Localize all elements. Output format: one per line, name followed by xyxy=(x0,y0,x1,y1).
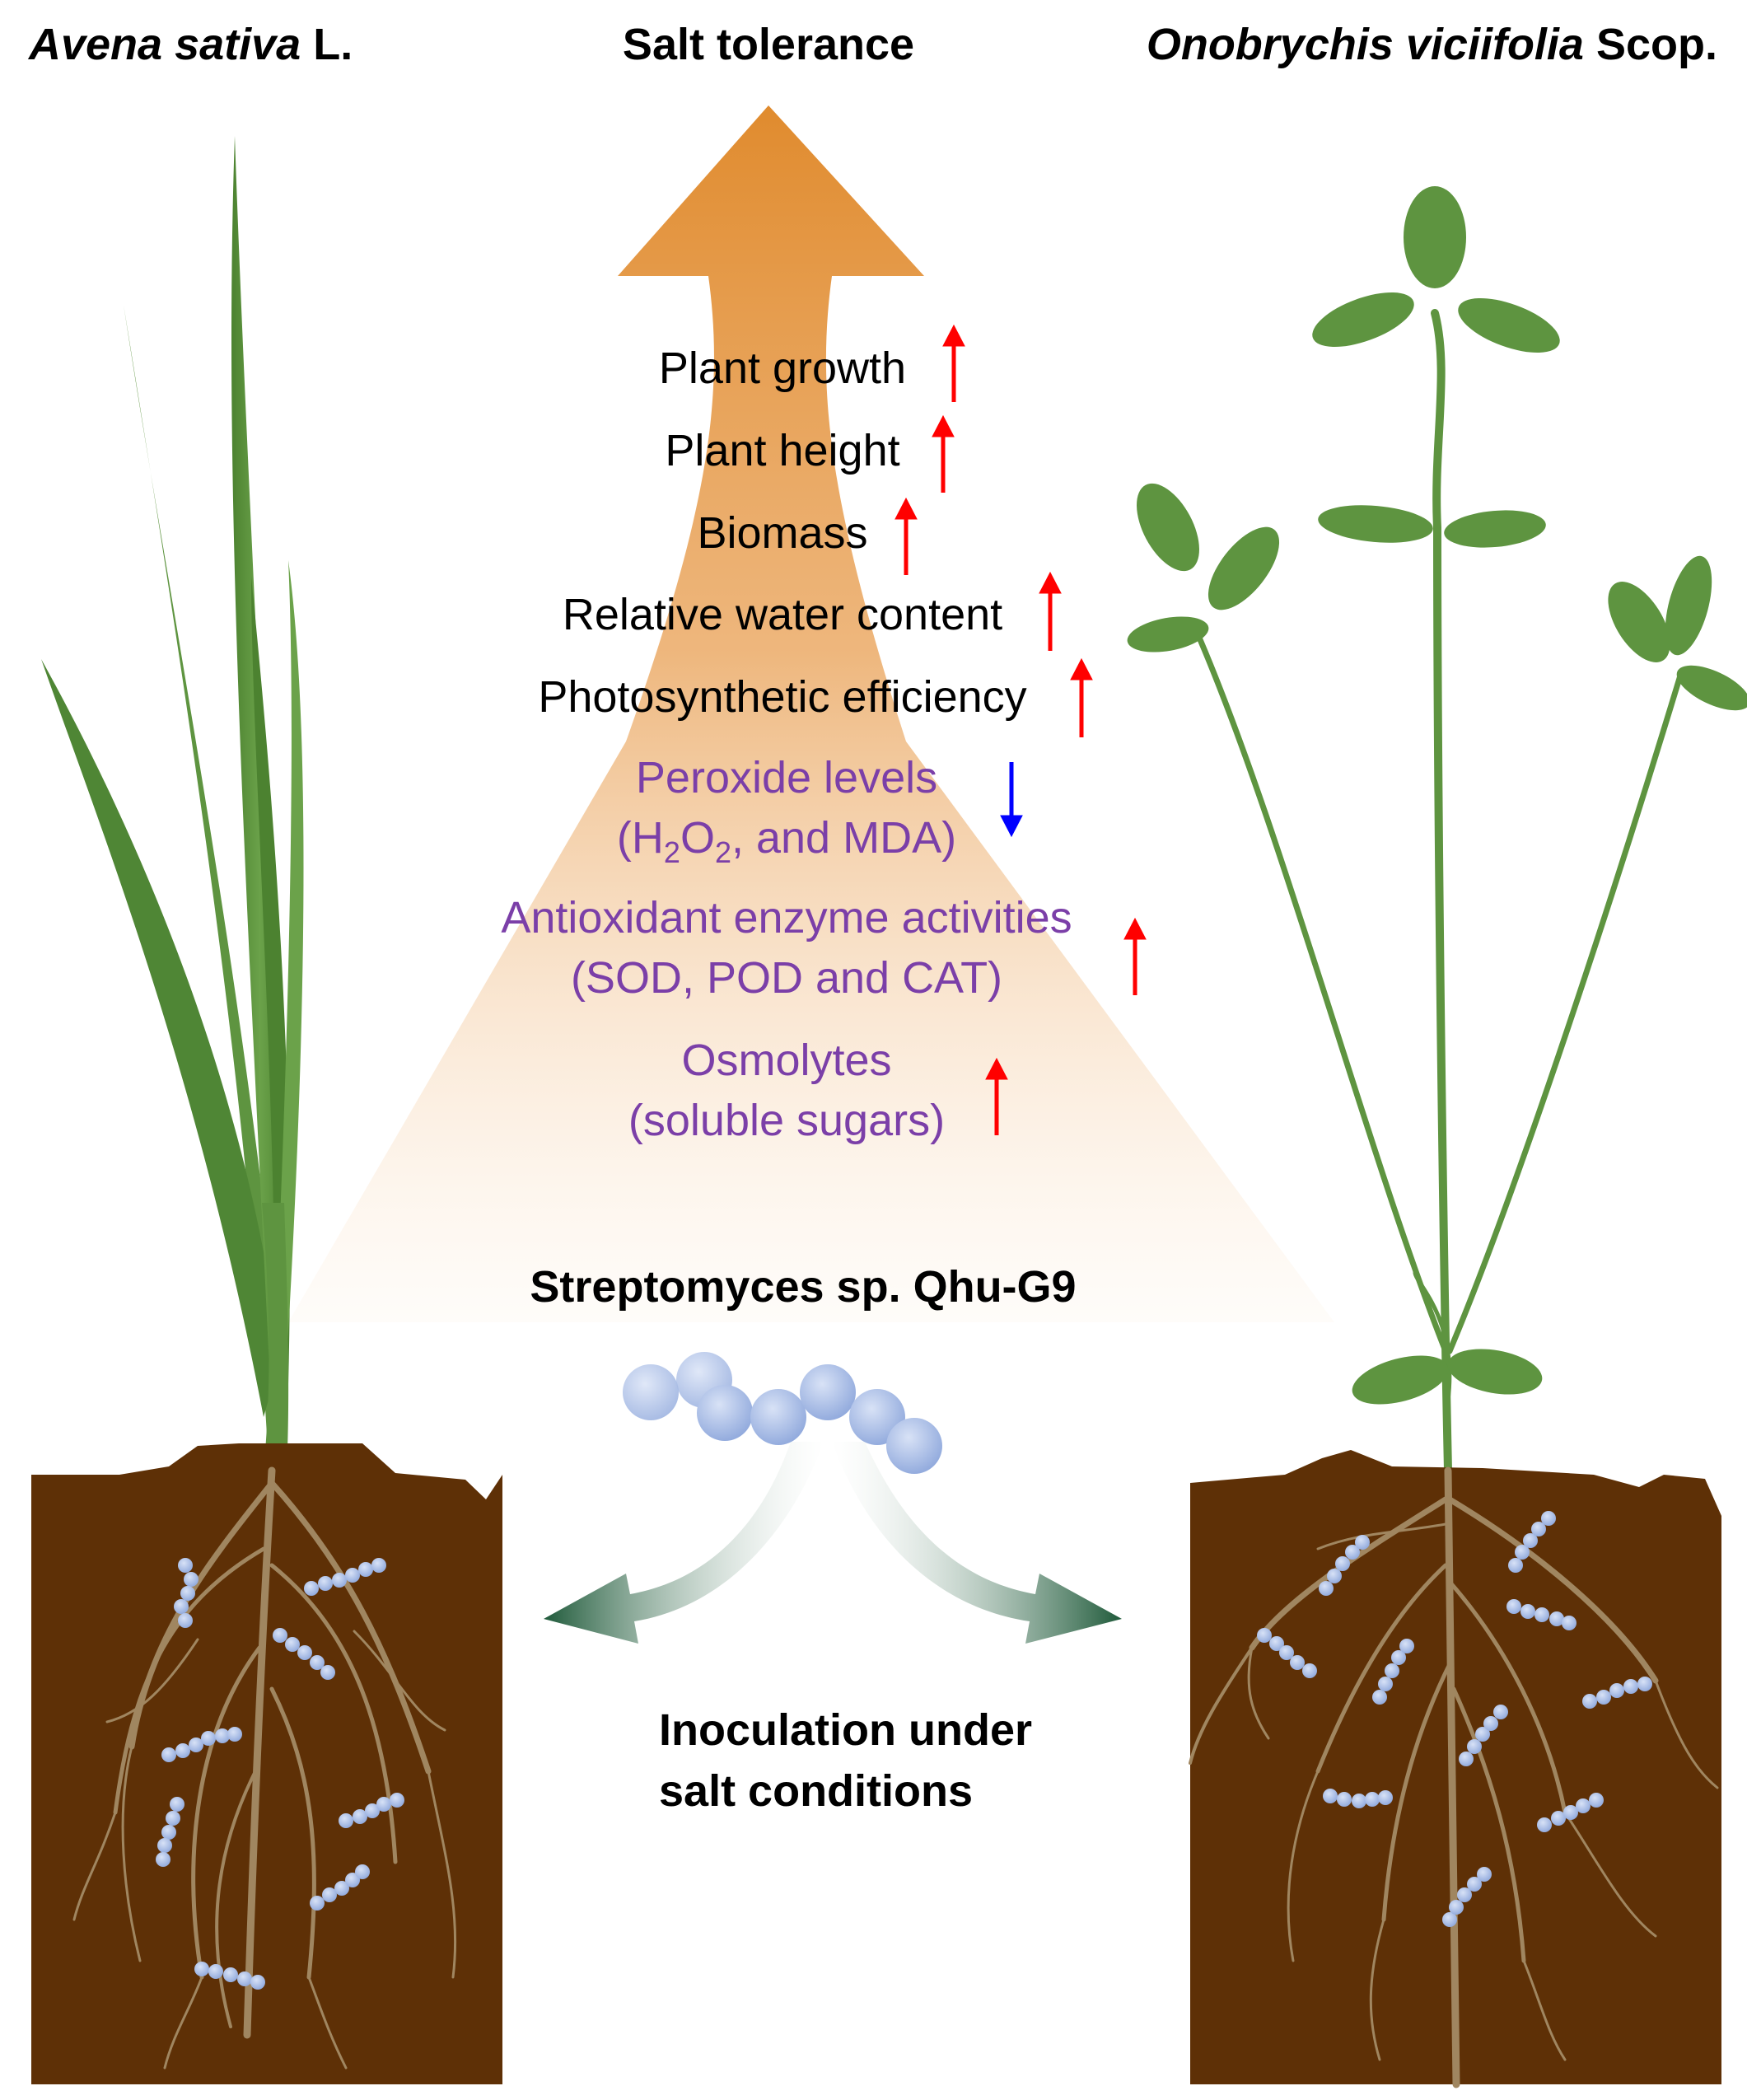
peroxide-h-label: (H xyxy=(617,813,664,863)
effect-plant-height: Plant height xyxy=(665,426,899,475)
inoculation-arrows xyxy=(544,1442,1122,1644)
sainfoin-leaf xyxy=(1127,616,1209,652)
sainfoin-leaf xyxy=(1458,297,1560,353)
sainfoin-leaf xyxy=(1207,526,1280,610)
sainfoin-leaf xyxy=(1447,1349,1543,1395)
up-arrow-icon xyxy=(895,497,918,575)
soluble-sugars-label: (soluble sugars) xyxy=(628,1096,945,1145)
bacterium-chain-icon xyxy=(623,1352,942,1474)
peroxide-mda-label: , and MDA) xyxy=(731,813,956,863)
bacterium-label: Streptomyces sp. Qhu-G9 xyxy=(530,1262,1076,1312)
peroxide-sub1: 2 xyxy=(664,835,680,869)
peroxide-sub2: 2 xyxy=(715,835,731,869)
oat-roots xyxy=(72,1466,457,2070)
up-arrow-icon xyxy=(1070,657,1093,737)
effect-plant-growth: Plant growth xyxy=(659,344,906,393)
peroxide-species-label: (H2O2, and MDA) xyxy=(617,813,956,869)
sainfoin-leaf xyxy=(1137,483,1199,572)
sainfoin-leaf xyxy=(1404,186,1466,288)
antioxidant-label: Antioxidant enzyme activities xyxy=(501,893,1072,942)
sainfoin-leaf xyxy=(1608,582,1670,662)
effect-photosynthetic-efficiency: Photosynthetic efficiency xyxy=(538,672,1026,722)
right-plant-authority: Scop. xyxy=(1584,20,1717,69)
down-arrow-icon xyxy=(1000,762,1023,838)
sainfoin-leaf xyxy=(1665,555,1712,656)
left-soil-block xyxy=(31,1443,502,2084)
sainfoin-leaf xyxy=(1352,1355,1449,1405)
sainfoin-leaf xyxy=(1676,665,1747,711)
sainfoin-roots xyxy=(1189,1466,1719,2088)
up-arrow-icon xyxy=(985,1057,1008,1135)
sainfoin-stems xyxy=(1191,309,1684,1475)
salt-tolerance-arrow xyxy=(288,105,1334,1322)
sainfoin-leaf xyxy=(1312,292,1414,348)
oat-stem xyxy=(262,1203,289,1471)
right-plant-name: Onobrychis viciifolia Scop. xyxy=(1147,20,1717,69)
up-arrow-icon xyxy=(942,324,965,402)
up-arrow-icon xyxy=(1039,571,1062,651)
inoculation-right-arrow-icon xyxy=(832,1442,1122,1644)
inoculation-label-line1: Inoculation under xyxy=(659,1705,1032,1755)
root-bacteria xyxy=(156,1558,404,1990)
oat-leaf xyxy=(251,577,290,1401)
right-soil-block xyxy=(1190,1450,1721,2084)
root-bacteria xyxy=(1257,1511,1652,1927)
left-plant-species: Avena sativa xyxy=(27,20,301,69)
inoculation-label-line2: salt conditions xyxy=(659,1766,973,1816)
right-plant-species: Onobrychis viciifolia xyxy=(1147,20,1584,69)
direction-arrows xyxy=(895,324,1147,1135)
oat-plant xyxy=(31,136,502,2084)
left-plant-name: Avena sativa L. xyxy=(27,20,353,69)
up-arrow-icon xyxy=(932,414,955,493)
peroxide-o-label: O xyxy=(680,813,715,863)
effects-list: Plant growth Plant height Biomass Relati… xyxy=(538,344,1026,722)
oat-leaf xyxy=(41,659,280,1417)
salt-tolerance-title: Salt tolerance xyxy=(623,20,914,69)
mechanisms-list: Peroxide levels (H2O2, and MDA) Antioxid… xyxy=(501,753,1072,1145)
inoculation-left-arrow-icon xyxy=(544,1442,824,1644)
effect-biomass: Biomass xyxy=(697,508,867,558)
antioxidant-enzymes-label: (SOD, POD and CAT) xyxy=(571,953,1002,1003)
osmolytes-label: Osmolytes xyxy=(681,1036,891,1085)
effect-relative-water-content: Relative water content xyxy=(563,590,1002,639)
sainfoin-plant xyxy=(1127,186,1747,2088)
peroxide-levels-label: Peroxide levels xyxy=(636,753,937,802)
sainfoin-leaf xyxy=(1318,505,1433,543)
sainfoin-leaf xyxy=(1444,510,1546,548)
left-plant-authority: L. xyxy=(301,20,353,69)
up-arrow-icon xyxy=(1123,917,1147,995)
oat-leaf xyxy=(272,560,304,1401)
